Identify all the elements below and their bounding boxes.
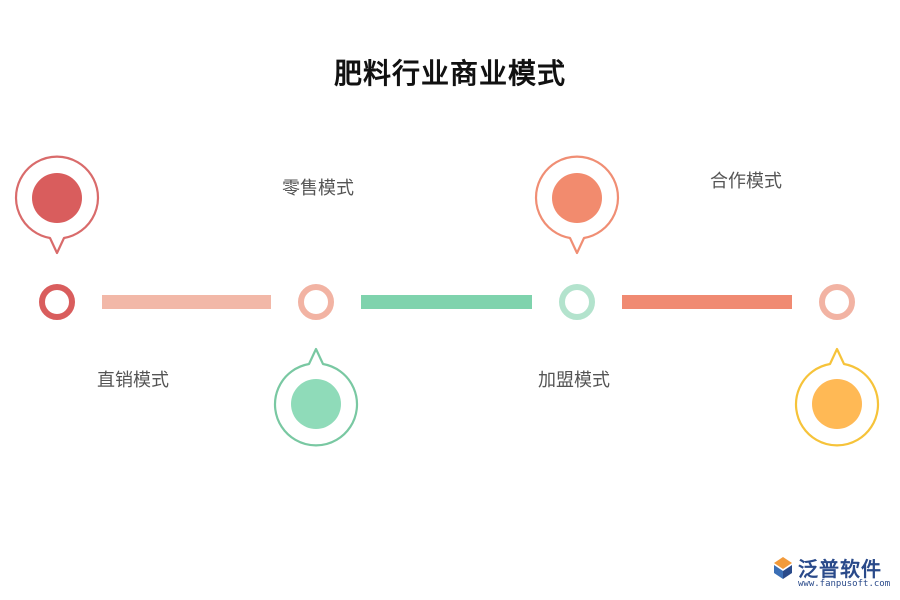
connector-bar-1: [102, 295, 271, 309]
pin-dot-2: [291, 379, 341, 429]
timeline-node-4: [819, 284, 855, 320]
brand-watermark: 泛普软件 www.fanpusoft.com: [770, 553, 895, 595]
mode-label-cooperation: 合作模式: [710, 171, 782, 192]
diagram-title: 肥料行业商业模式: [333, 57, 566, 90]
connector-bar-2: [361, 295, 532, 309]
timeline-node-2: [298, 284, 334, 320]
timeline-node-1: [39, 284, 75, 320]
pin-dot-3: [552, 173, 602, 223]
brand-url: www.fanpusoft.com: [798, 579, 891, 589]
connector-bar-3: [622, 295, 792, 309]
mode-label-retail: 零售模式: [282, 178, 354, 199]
brand-name: 泛普软件: [798, 557, 882, 581]
timeline-node-3: [559, 284, 595, 320]
pin-dot-4: [812, 379, 862, 429]
fanpu-logo-icon: [774, 557, 792, 579]
mode-label-franchise: 加盟模式: [538, 370, 610, 391]
mode-label-direct-sales: 直销模式: [97, 370, 169, 391]
pin-dot-1: [32, 173, 82, 223]
